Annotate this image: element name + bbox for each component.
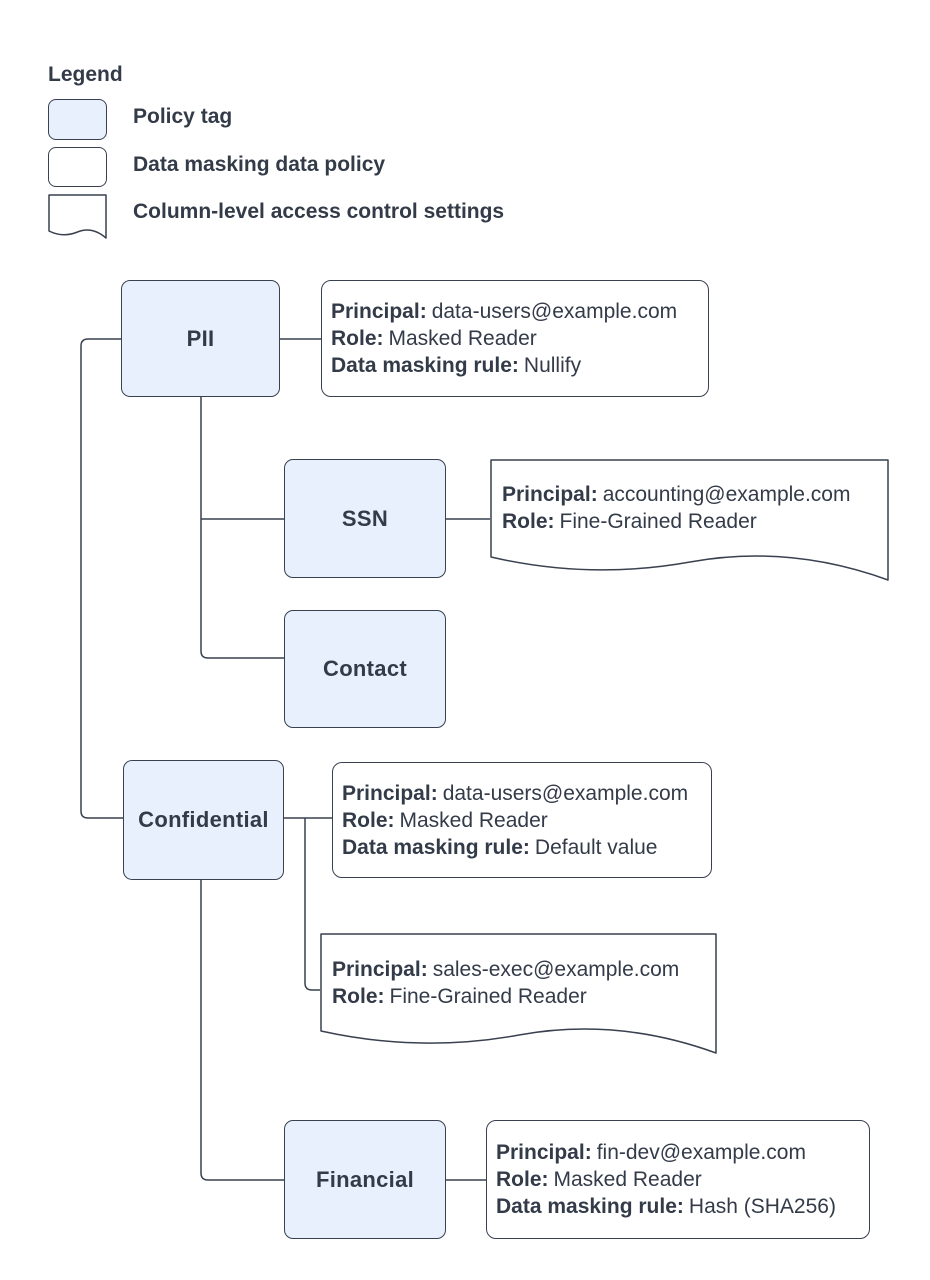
node-contact: Contact [284,610,446,728]
legend-item-policy-tag: Policy tag [133,105,233,128]
policy-field-label: Role: [332,985,385,1008]
policy-field-label: Role: [331,327,384,350]
access-settings-ssn-text: Principal:accounting@example.com Role:Fi… [490,459,889,557]
policy-field-value: Masked Reader [553,1168,702,1191]
policy-line: Data masking rule:Hash (SHA256) [496,1193,863,1220]
policy-field-value: Fine-Grained Reader [559,510,757,533]
policy-field-label: Data masking rule: [496,1195,684,1218]
node-ssn: SSN [284,459,446,578]
policy-field-value: Default value [534,835,658,859]
policy-field-value: Masked Reader [388,327,537,350]
node-financial-label: Financial [315,1166,415,1192]
legend-item-data-masking-policy: Data masking data policy [133,153,386,176]
policy-field-label: Principal: [502,483,598,506]
policy-field-label: Role: [502,510,555,533]
connector-trunk-pii-confidential [80,338,123,819]
policy-field-value: Masked Reader [399,808,548,832]
policy-line: Principal:fin-dev@example.com [496,1139,863,1166]
policy-line: Role:Masked Reader [331,325,702,352]
connector-confidential-access-settings [304,818,320,991]
policy-field-label: Data masking rule: [342,835,530,859]
policy-field-label: Principal: [332,958,428,981]
policy-field-value: Nullify [523,354,582,377]
data-masking-policy-swatch [48,147,107,187]
policy-field-value: data-users@example.com [431,300,678,323]
policy-line: Data masking rule:Default value [342,834,705,861]
access-settings-confidential-text: Principal:sales-exec@example.com Role:Fi… [320,933,717,1033]
policy-box-confidential-masking: Principal:data-users@example.com Role:Ma… [332,762,712,878]
policy-field-value: sales-exec@example.com [432,958,680,981]
policy-field-value: Hash (SHA256) [688,1195,836,1218]
policy-line: Principal:accounting@example.com [502,481,889,508]
policy-line: Principal:sales-exec@example.com [332,956,717,983]
access-settings-confidential: Principal:sales-exec@example.com Role:Fi… [320,933,717,1073]
policy-line: Role:Fine-Grained Reader [332,983,717,1010]
legend-item-access-control: Column-level access control settings [133,200,505,223]
policy-line: Data masking rule:Nullify [331,352,702,379]
policy-line: Principal:data-users@example.com [342,780,705,807]
policy-box-financial-masking: Principal:fin-dev@example.com Role:Maske… [486,1120,870,1239]
policy-line: Principal:data-users@example.com [331,298,702,325]
policy-field-value: Fine-Grained Reader [389,985,587,1008]
connector-confidential-financial [200,880,284,1181]
policy-field-label: Role: [496,1168,549,1191]
policy-field-label: Data masking rule: [331,354,519,377]
policy-tag-swatch [48,99,107,140]
policy-line: Role:Masked Reader [496,1166,863,1193]
policy-field-value: fin-dev@example.com [596,1141,806,1164]
policy-field-label: Principal: [342,781,438,805]
policy-box-pii-masking: Principal:data-users@example.com Role:Ma… [321,280,709,397]
node-financial: Financial [284,1120,446,1239]
policy-field-label: Principal: [496,1141,592,1164]
node-pii: PII [121,280,280,397]
connector-pii-children [200,397,284,659]
node-confidential-label: Confidential [138,807,269,832]
node-ssn-label: SSN [341,505,389,531]
policy-line: Role:Masked Reader [342,807,705,834]
node-pii-label: PII [186,325,215,351]
policy-field-label: Role: [342,808,395,832]
access-control-swatch [48,194,107,246]
policy-field-value: accounting@example.com [602,483,851,506]
legend-title: Legend [48,63,123,86]
access-settings-ssn: Principal:accounting@example.com Role:Fi… [490,459,889,599]
policy-line: Role:Fine-Grained Reader [502,508,889,535]
node-confidential: Confidential [123,760,284,880]
policy-field-value: data-users@example.com [442,781,689,805]
policy-field-label: Principal: [331,300,427,323]
node-contact-label: Contact [323,656,407,681]
